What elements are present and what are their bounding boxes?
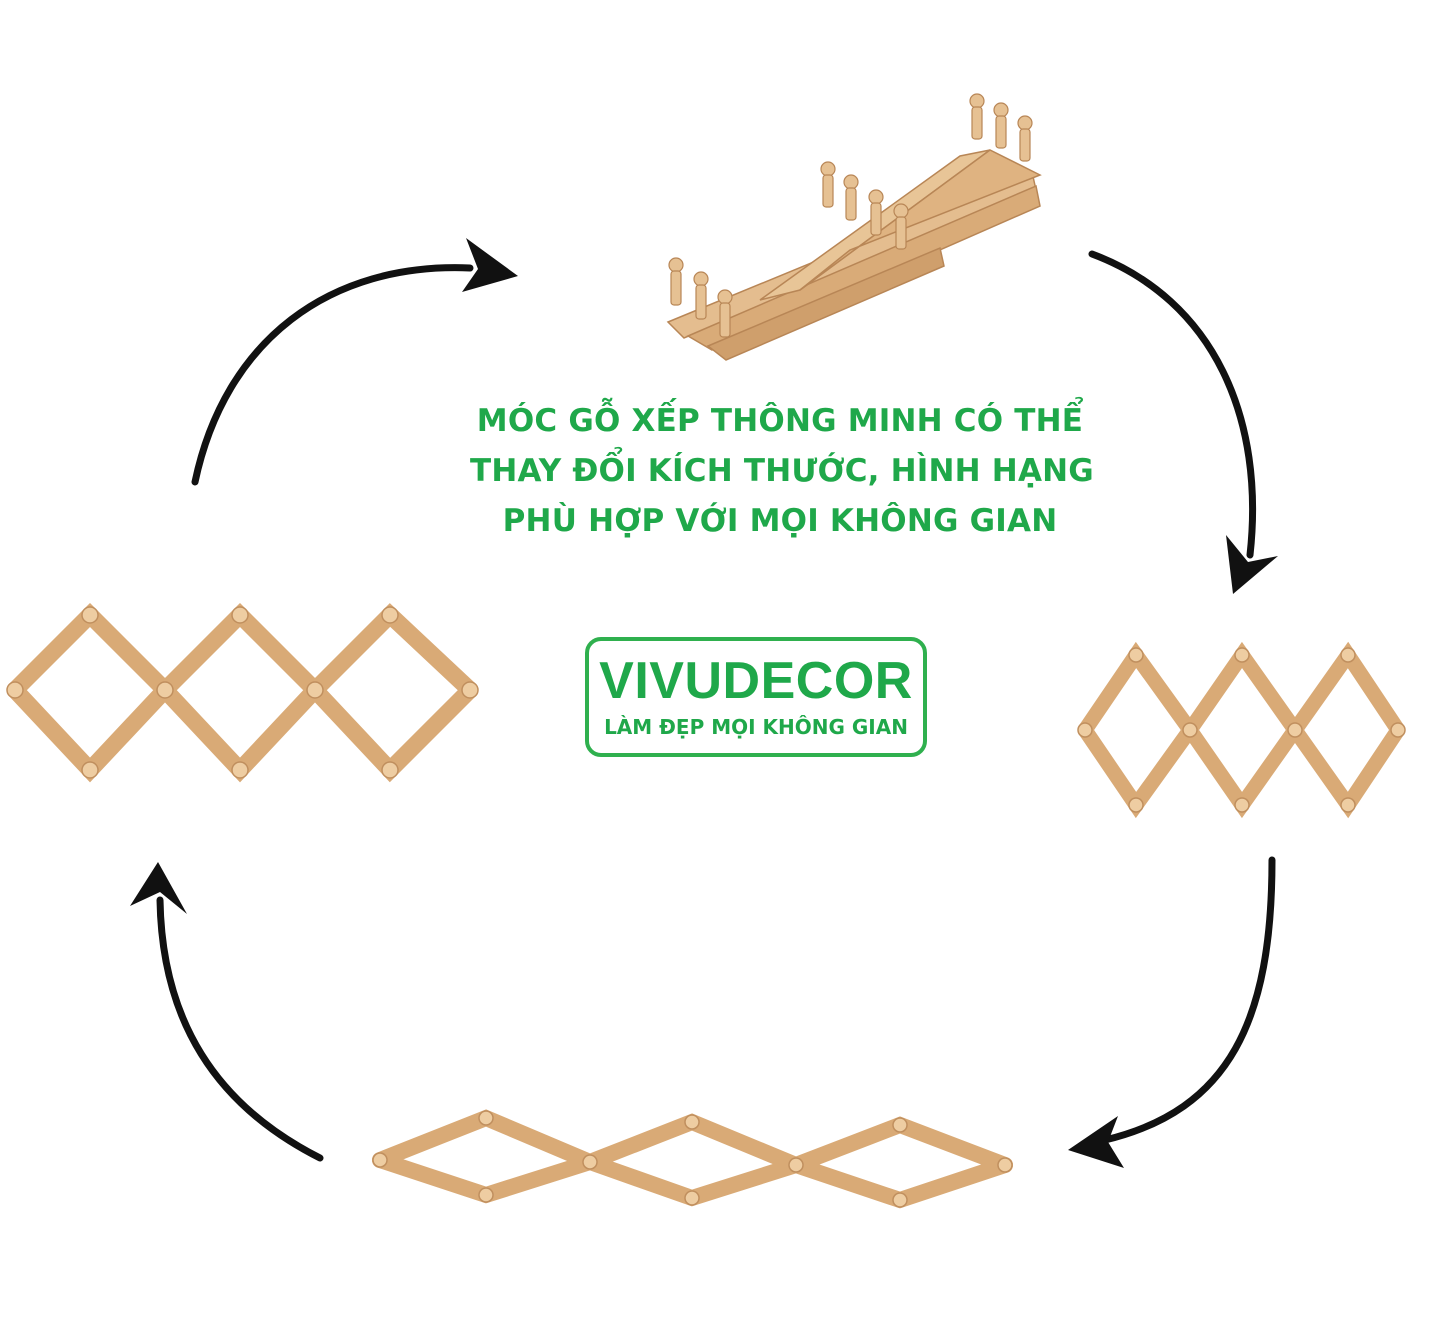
brand-slogan: LÀM ĐẸP MỌI KHÔNG GIAN — [604, 715, 908, 739]
rack-diamond-pegs — [1077, 647, 1406, 813]
arrowhead-bottom-right — [1068, 1116, 1124, 1168]
headline-line-1: MÓC GỖ XẾP THÔNG MINH CÓ THỂ — [476, 403, 1084, 439]
rack-wide-pegs — [372, 1110, 1013, 1208]
rack-diamond — [1077, 641, 1406, 819]
cycle-arrows — [156, 250, 1276, 1162]
rack-square — [6, 602, 479, 783]
arrow-right-top — [1088, 250, 1257, 559]
arrow-left-top — [191, 264, 474, 486]
arrow-heads — [130, 238, 1278, 1168]
brand-logo: VIVUDECOR LÀM ĐẸP MỌI KHÔNG GIAN — [585, 637, 927, 757]
arrowhead-top-left — [462, 238, 518, 292]
rack-square-pegs — [6, 606, 479, 779]
brand-name: VIVUDECOR — [599, 652, 913, 710]
headline: MÓC GỖ XẾP THÔNG MINH CÓ THỂ THAY ĐỔI KÍ… — [470, 396, 1094, 546]
folded-rack — [666, 93, 1042, 361]
headline-line-3: PHÙ HỢP VỚI MỌI KHÔNG GIAN — [502, 503, 1058, 539]
arrowhead-bottom-left — [130, 862, 187, 914]
arrow-left-bottom — [156, 896, 324, 1162]
arrow-right-bottom — [1101, 856, 1276, 1144]
rack-wide — [372, 1109, 1013, 1209]
arrowhead-top-right — [1226, 535, 1278, 594]
headline-line-2: THAY ĐỔI KÍCH THƯỚC, HÌNH HẠNG — [470, 453, 1094, 489]
